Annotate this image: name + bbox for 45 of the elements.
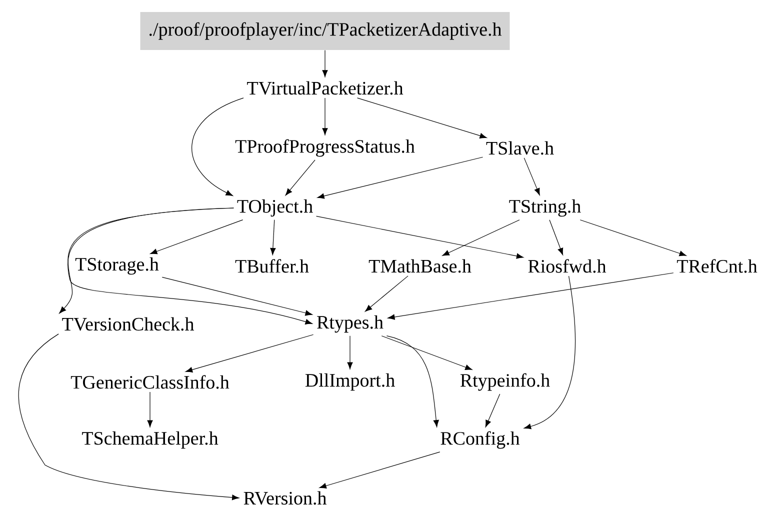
file-name: TGenericClassInfo.h [70, 375, 230, 389]
file-name: Rtypes.h [317, 315, 384, 333]
file-name: TProofProgressStatus.h [235, 139, 415, 157]
arrow [347, 336, 353, 370]
arrow [192, 98, 244, 196]
arrow [316, 216, 524, 259]
file-name: TString.h [509, 199, 581, 217]
arrow [580, 220, 686, 256]
arrow [319, 452, 440, 489]
arrow [485, 394, 500, 428]
file-name: TBuffer.h [235, 259, 309, 273]
arrow [147, 392, 153, 428]
file-name: TVirtualPacketizer.h [247, 81, 404, 95]
file-name: TSchemaHelper.h [82, 431, 218, 449]
file-name: TStorage.h [75, 257, 159, 275]
arrow [18, 334, 240, 500]
file-name: RVersion.h [244, 491, 326, 505]
file-name: Riosfwd.h [528, 259, 606, 273]
arrow [364, 276, 408, 312]
arrow [285, 160, 316, 196]
arrow [524, 276, 576, 430]
arrow [150, 220, 244, 254]
arrow [388, 272, 674, 320]
arrow [386, 336, 439, 428]
arrow [549, 220, 564, 256]
file-name: TRefCnt.h [676, 259, 758, 273]
file-name: Rtypeinfo.h [460, 373, 550, 391]
arrow [68, 208, 312, 324]
file-name: TVersionCheck.h [62, 317, 194, 331]
file-name: TObject.h [237, 199, 313, 217]
arrow [442, 220, 520, 256]
file-name: TMathBase.h [368, 259, 472, 273]
arrow [317, 156, 484, 199]
arrow [322, 50, 328, 78]
file-name: DllImport.h [305, 373, 395, 391]
arrow [381, 336, 472, 370]
arrow [270, 220, 276, 256]
file-name: RConfig.h [440, 431, 520, 449]
arrow [322, 98, 328, 136]
file-name: TSlave.h [486, 141, 554, 155]
arrow [356, 98, 487, 138]
arrow [185, 334, 314, 373]
arrow [162, 276, 312, 316]
arrow [524, 158, 540, 196]
file-box: ./proof/proofplayer/inc/TPacketizerAdaptive.h [140, 12, 510, 50]
